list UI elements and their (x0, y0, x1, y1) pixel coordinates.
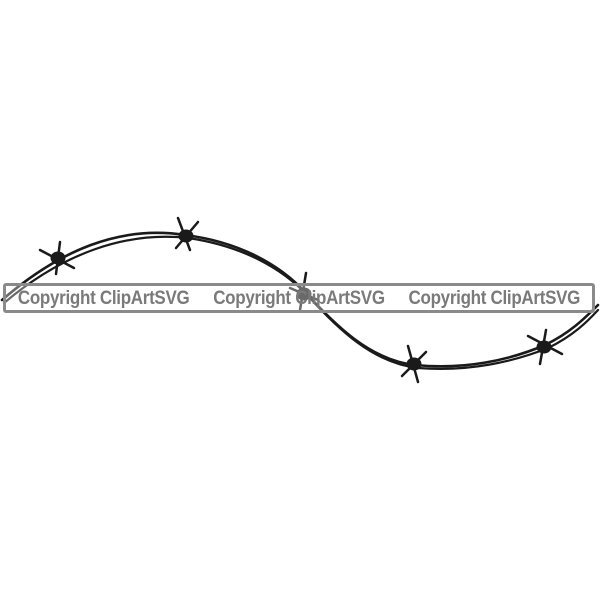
watermark-text: Copyright ClipArtSVG (17, 286, 190, 309)
barb-1 (38, 240, 76, 276)
watermark-text: Copyright ClipArtSVG (213, 286, 385, 309)
barb-2 (174, 216, 200, 252)
copyright-watermark: Copyright ClipArtSVG Copyright ClipArtSV… (3, 283, 595, 313)
barb-5 (526, 328, 564, 366)
watermark-text: Copyright ClipArtSVG (408, 286, 581, 309)
barb-4 (400, 344, 428, 384)
barb-3 (288, 271, 320, 312)
